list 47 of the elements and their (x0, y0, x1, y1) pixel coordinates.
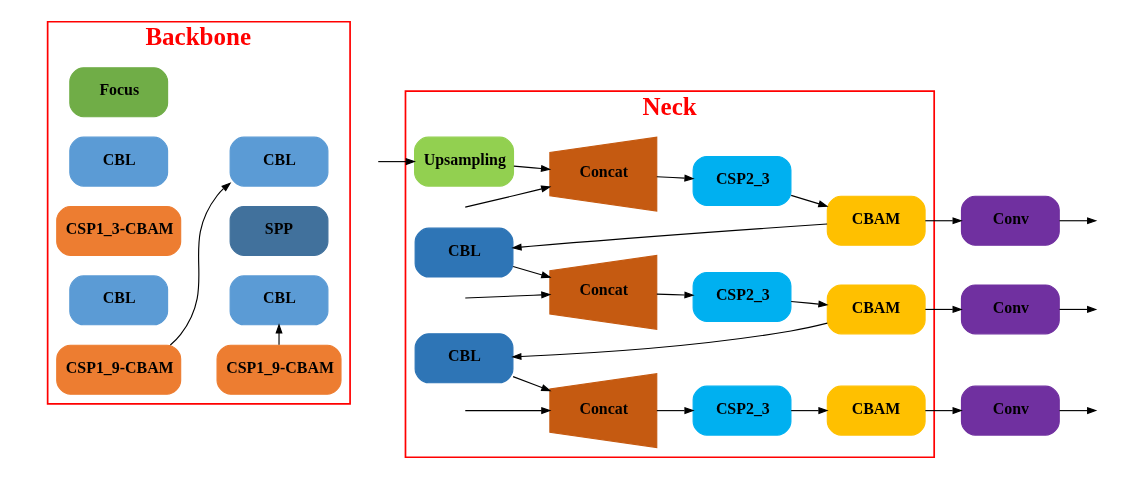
arrow (512, 376, 552, 392)
node-box: CSP2_3 (692, 385, 792, 436)
arrow (790, 300, 829, 308)
node-box: Focus (69, 67, 169, 118)
node-box: CSP1_9-CBAM (216, 344, 342, 395)
arrow (1058, 305, 1098, 313)
node-box: CBL (69, 136, 169, 187)
node-box: CBAM (826, 385, 926, 436)
node-box: CSP2_3 (692, 271, 792, 322)
node-box: CSP2_3 (692, 155, 792, 206)
arrow (169, 182, 232, 346)
node-box: CBL (69, 275, 169, 326)
node-box: CBAM (826, 284, 926, 335)
arrow (511, 322, 828, 361)
arrow (464, 407, 552, 415)
node-box: Upsampling (414, 136, 515, 187)
node-box: Conv (960, 195, 1060, 246)
node-box: Concat (549, 136, 658, 212)
node-box: Concat (549, 373, 658, 449)
node-box: Concat (549, 254, 658, 330)
node-box: CBL (414, 227, 514, 278)
arrow (464, 185, 552, 208)
node-box: CBAM (826, 195, 926, 246)
arrow (511, 223, 828, 251)
arrow (1058, 217, 1098, 225)
arrow (924, 407, 963, 415)
node-box: CSP1_9-CBAM (56, 344, 182, 395)
node-box: Conv (960, 385, 1060, 436)
node-box: CBL (414, 333, 514, 384)
arrow (275, 323, 283, 346)
node-box: SPP (229, 205, 329, 256)
node-box: CBL (229, 136, 329, 187)
node-box: Conv (960, 284, 1060, 335)
arrow (656, 407, 695, 415)
arrow (513, 164, 552, 173)
arrow (790, 194, 829, 208)
arrow (924, 305, 963, 313)
arrow (377, 158, 416, 166)
arrow (1058, 407, 1098, 415)
arrow (656, 291, 695, 299)
arrow (790, 407, 829, 415)
arrow (512, 265, 552, 279)
node-box: CBL (229, 275, 329, 326)
arrow (656, 174, 695, 182)
arrow (464, 291, 552, 299)
arrow (924, 217, 963, 225)
node-box: CSP1_3-CBAM (56, 205, 182, 256)
